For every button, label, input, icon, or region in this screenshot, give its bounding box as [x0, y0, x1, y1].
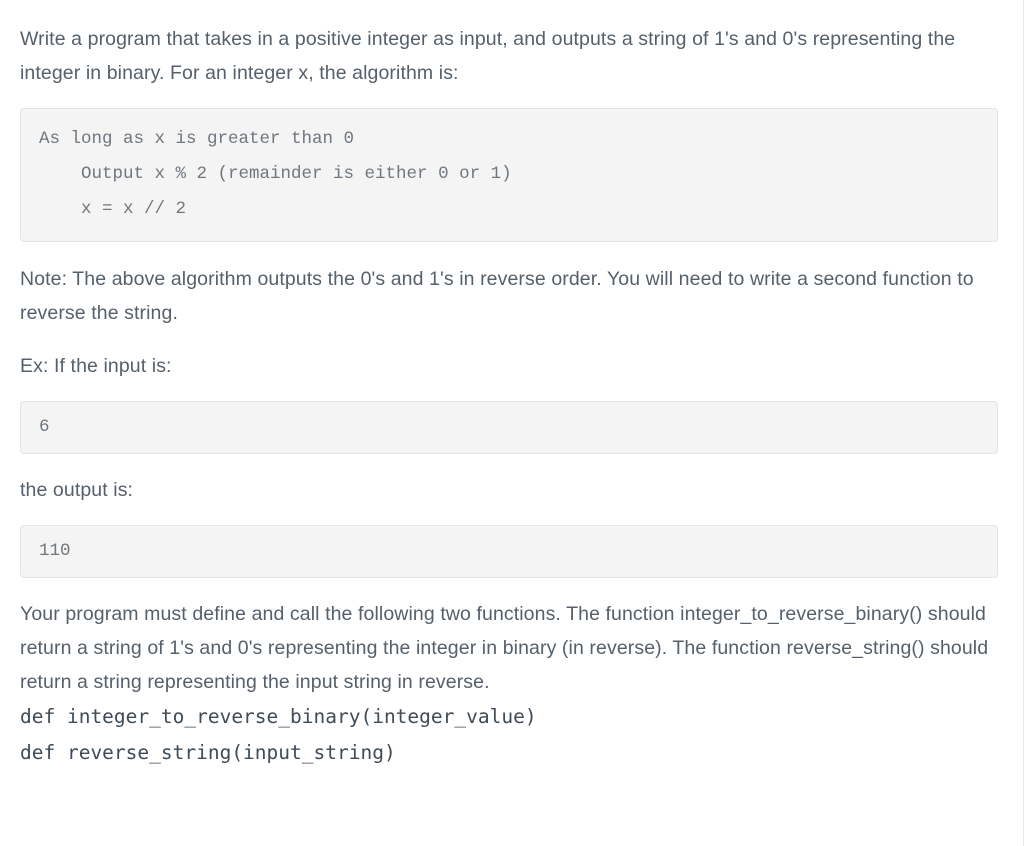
requirements-paragraph: Your program must define and call the fo… — [20, 603, 989, 693]
example-output-label: the output is: — [20, 479, 134, 501]
algorithm-code-block: As long as x is greater than 0 Output x … — [20, 108, 998, 242]
example-input-label: Ex: If the input is: — [20, 355, 172, 377]
example-input-block: 6 — [20, 401, 998, 454]
note-paragraph: Note: The above algorithm outputs the 0'… — [20, 268, 974, 324]
function-signatures: def integer_to_reverse_binary(integer_va… — [20, 705, 537, 764]
intro-paragraph: Write a program that takes in a positive… — [20, 28, 956, 84]
example-output-block: 110 — [20, 525, 998, 578]
